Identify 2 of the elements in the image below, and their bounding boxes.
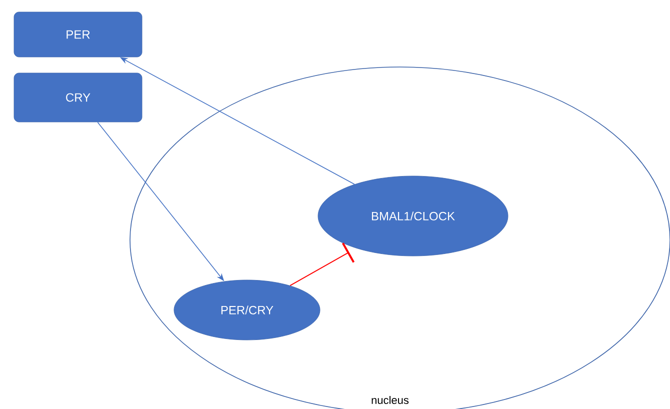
process-box: CRY [14, 72, 142, 122]
process-box: PER [14, 12, 142, 58]
